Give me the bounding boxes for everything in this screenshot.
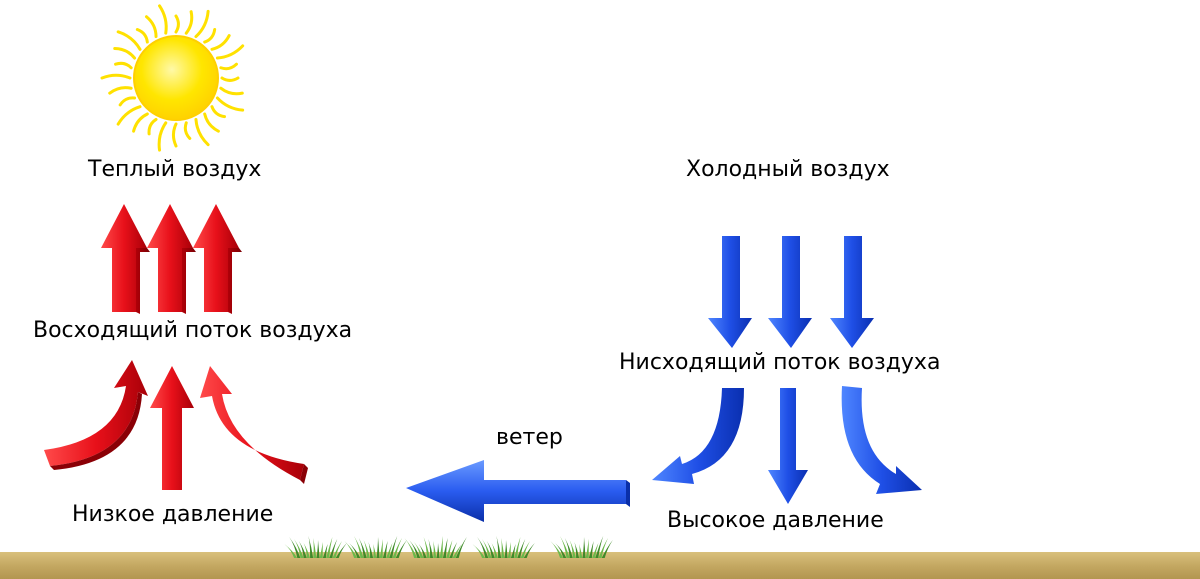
rising-flow-label: Восходящий поток воздуха	[33, 318, 353, 343]
sun-ray	[183, 121, 192, 140]
sun-ray	[194, 9, 210, 39]
sun-icon	[100, 4, 245, 152]
converging-arrow-left	[44, 360, 148, 470]
grass-icon	[284, 536, 613, 558]
sun-ray	[114, 61, 133, 70]
sun-ray	[100, 73, 132, 80]
sun-ray	[158, 4, 168, 35]
rising-arrow-right	[193, 204, 242, 314]
warm-air-label: Теплый воздух	[88, 157, 262, 182]
sun-ray	[147, 117, 158, 136]
sun-ray	[215, 96, 245, 112]
sun-ray	[118, 96, 137, 107]
sun-ray	[215, 44, 245, 60]
low-pressure-label: Низкое давление	[72, 502, 274, 527]
grass-tuft	[472, 536, 535, 558]
diverging-arrow-right	[841, 386, 922, 494]
sinking-arrow-left	[708, 236, 752, 348]
sinking-arrow-center	[768, 236, 812, 348]
sun-ray	[174, 14, 180, 34]
diverging-arrow-center	[768, 388, 808, 504]
sinking-arrow-right	[830, 236, 874, 348]
high-pressure-label: Высокое давление	[667, 508, 884, 533]
converging-arrow-right	[200, 366, 308, 484]
sun-ray	[184, 10, 194, 35]
cold-air-label: Холодный воздух	[686, 157, 890, 182]
sun-ray	[210, 34, 231, 51]
sun-ray	[116, 30, 142, 51]
wind-arrow	[406, 460, 630, 522]
sun-ray	[171, 122, 178, 148]
sun-ray	[132, 112, 149, 133]
sun-ray	[219, 86, 244, 96]
converging-arrow-center	[150, 366, 194, 490]
sinking-flow-label: Нисходящий поток воздуха	[619, 350, 941, 375]
sun-ray	[219, 62, 238, 71]
sun-ray	[113, 46, 137, 60]
wind-label: ветер	[496, 425, 563, 450]
grass-tuft	[404, 536, 467, 558]
sun-ray	[108, 86, 133, 95]
sun-ray	[144, 15, 158, 39]
sun-ray	[203, 112, 220, 133]
grass-tuft	[284, 536, 347, 558]
sun-ray	[116, 105, 142, 126]
grass-tuft	[550, 536, 613, 558]
sun-ray	[220, 76, 240, 82]
rising-arrow-center	[147, 204, 196, 314]
sun-ray	[157, 121, 168, 152]
sun-ray	[135, 28, 149, 44]
diverging-arrow-left	[652, 388, 744, 484]
sun-ray	[203, 28, 217, 44]
grass-tuft	[344, 536, 407, 558]
rising-arrow-left	[101, 204, 150, 314]
sun-ray	[210, 105, 226, 119]
sun-ray	[194, 117, 210, 147]
